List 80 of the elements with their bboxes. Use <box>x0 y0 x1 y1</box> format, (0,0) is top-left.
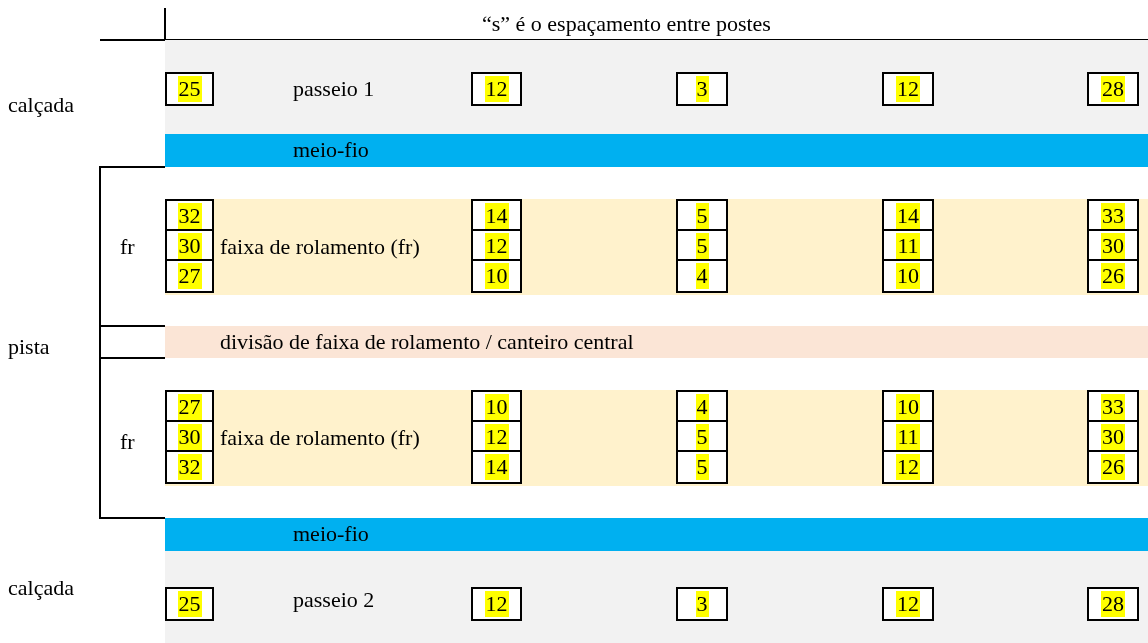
illuminance-value: 12 <box>484 591 509 617</box>
value-cell <box>471 450 522 484</box>
value-cell <box>471 259 522 293</box>
illuminance-value: 10 <box>896 394 920 420</box>
illuminance-value: 32 <box>177 203 202 229</box>
illuminance-value: 14 <box>484 454 509 480</box>
side-label: pista <box>8 335 50 359</box>
value-cell <box>676 450 728 484</box>
illuminance-value: 28 <box>1101 76 1125 102</box>
illuminance-value: 25 <box>177 76 202 102</box>
band-label: divisão de faixa de rolamento / canteiro central <box>220 330 634 354</box>
sidewalk-band <box>165 551 1148 643</box>
illuminance-value: 4 <box>695 394 709 420</box>
illuminance-value: 3 <box>695 591 709 617</box>
illuminance-value: 25 <box>177 591 202 617</box>
illuminance-value: 5 <box>695 233 709 259</box>
illuminance-value: 30 <box>177 233 202 259</box>
value-cell <box>882 450 934 484</box>
value-cell <box>471 587 522 621</box>
illuminance-value: 10 <box>484 263 509 289</box>
illuminance-value: 12 <box>484 424 509 450</box>
illuminance-value: 11 <box>896 233 920 259</box>
sidewalk-band <box>165 40 1148 134</box>
band-label: faixa de rolamento (fr) <box>220 426 420 450</box>
illuminance-value: 27 <box>177 263 202 289</box>
illuminance-value: 10 <box>484 394 509 420</box>
value-cell <box>1087 587 1139 621</box>
illuminance-value: 30 <box>1101 424 1125 450</box>
value-cell <box>165 587 214 621</box>
note: “s” é o espaçamento entre postes <box>482 12 771 36</box>
side-label: calçada <box>8 93 74 117</box>
curb-band <box>165 518 1148 551</box>
illuminance-value: 12 <box>896 454 920 480</box>
value-cell <box>1087 450 1139 484</box>
curb-band <box>165 134 1148 167</box>
lane-band <box>165 390 1148 486</box>
illuminance-value: 27 <box>177 394 202 420</box>
illuminance-value: 12 <box>896 76 920 102</box>
illuminance-value: 32 <box>177 454 202 480</box>
median-band <box>165 326 1148 358</box>
illuminance-value: 11 <box>896 424 920 450</box>
side-label: fr <box>120 235 135 259</box>
value-cell <box>471 72 522 106</box>
illuminance-value: 12 <box>896 591 920 617</box>
illuminance-value: 5 <box>695 203 709 229</box>
illuminance-value: 33 <box>1101 394 1125 420</box>
value-cell <box>1087 259 1139 293</box>
band-label: passeio 1 <box>293 77 375 101</box>
value-cell <box>676 72 728 106</box>
value-cell <box>676 587 728 621</box>
illuminance-value: 3 <box>695 76 709 102</box>
illuminance-value: 28 <box>1101 591 1125 617</box>
illuminance-value: 33 <box>1101 203 1125 229</box>
band-label: passeio 2 <box>293 588 375 612</box>
band-label: faixa de rolamento (fr) <box>220 235 420 259</box>
illuminance-value: 14 <box>896 203 920 229</box>
illuminance-value: 14 <box>484 203 509 229</box>
illuminance-value: 12 <box>484 233 509 259</box>
side-label: calçada <box>8 576 74 600</box>
illuminance-value: 5 <box>695 454 709 480</box>
illuminance-value: 5 <box>695 424 709 450</box>
illuminance-value: 30 <box>177 424 202 450</box>
illuminance-value: 26 <box>1101 454 1125 480</box>
value-cell <box>882 587 934 621</box>
value-cell <box>165 259 214 293</box>
value-cell <box>676 259 728 293</box>
illuminance-value: 10 <box>896 263 920 289</box>
lane-band <box>165 199 1148 295</box>
illuminance-value: 30 <box>1101 233 1125 259</box>
value-cell <box>1087 72 1139 106</box>
illuminance-value: 26 <box>1101 263 1125 289</box>
value-cell <box>165 450 214 484</box>
side-label: fr <box>120 430 135 454</box>
illuminance-value: 12 <box>484 76 509 102</box>
value-cell <box>882 72 934 106</box>
value-cell <box>165 72 214 106</box>
value-cell <box>882 259 934 293</box>
illuminance-value: 4 <box>695 263 709 289</box>
band-label: meio-fio <box>293 138 369 162</box>
band-label: meio-fio <box>293 522 369 546</box>
